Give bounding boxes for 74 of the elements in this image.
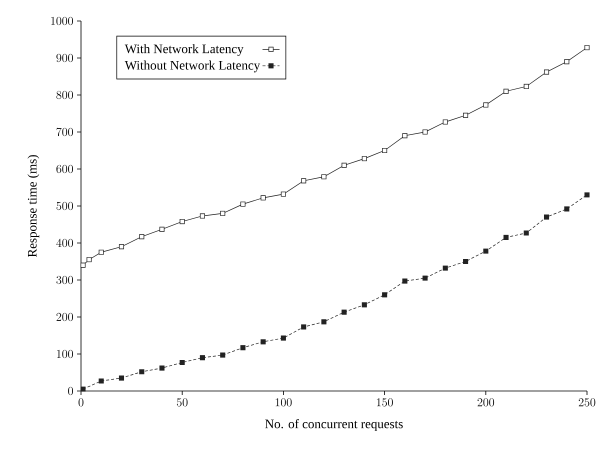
point [139, 369, 144, 374]
x-tick-label: 200 [478, 398, 494, 406]
point [200, 213, 205, 219]
point [483, 102, 488, 108]
y-tick-label: 300 [56, 276, 73, 284]
point [422, 276, 428, 281]
point [463, 112, 468, 118]
point [584, 45, 590, 50]
y-tick-label: 100 [57, 350, 73, 358]
point [382, 148, 388, 154]
point [159, 226, 165, 232]
point [321, 174, 326, 180]
point [504, 234, 509, 240]
y-tick-label: 800 [56, 90, 73, 100]
y-tick-label: 500 [56, 202, 73, 210]
point [139, 234, 144, 240]
point [524, 230, 529, 236]
point [321, 319, 326, 324]
point [220, 352, 226, 358]
point [98, 378, 104, 384]
point [362, 302, 367, 308]
point [240, 202, 246, 207]
point [260, 339, 266, 344]
legend-label: With Network Latency [124, 44, 244, 56]
point [544, 70, 550, 75]
point [584, 192, 590, 198]
point [564, 59, 570, 64]
y-tick-label: 400 [56, 238, 73, 248]
point [159, 366, 165, 371]
point [180, 218, 185, 224]
point [544, 214, 550, 220]
y-tick-label: 0 [68, 386, 73, 396]
point [564, 206, 570, 212]
point [301, 324, 306, 330]
point [524, 84, 529, 90]
point [504, 88, 509, 94]
x-tick-label: 250 [578, 398, 596, 406]
x-tick-label: 0 [78, 398, 84, 406]
point [483, 248, 488, 254]
point [301, 178, 306, 184]
point [200, 355, 205, 360]
legend-label: Without Network Latency [124, 60, 260, 72]
point [402, 278, 408, 284]
point [86, 257, 92, 262]
point [402, 133, 408, 138]
point [180, 360, 185, 366]
point [98, 250, 104, 255]
y-axis-title: Response time (ms) [27, 155, 40, 258]
point [118, 244, 124, 250]
x-axis-title: No. of concurrent requests [265, 419, 403, 431]
y-tick-label: 200 [56, 312, 73, 322]
point [220, 210, 226, 216]
point [442, 266, 448, 271]
point [422, 129, 428, 135]
point [260, 195, 266, 200]
y-tick-label: 900 [56, 54, 73, 62]
point [342, 162, 347, 168]
y-tick-label: 600 [56, 164, 73, 174]
y-tick-label: 700 [56, 128, 73, 136]
point [280, 336, 286, 341]
point [463, 258, 468, 264]
point [442, 119, 448, 125]
point [280, 192, 286, 197]
point [362, 156, 367, 162]
point [342, 310, 347, 315]
point [382, 292, 388, 298]
point [80, 262, 86, 268]
point [118, 375, 124, 381]
x-tick-label: 150 [376, 398, 393, 406]
point [80, 386, 86, 392]
point [240, 345, 246, 350]
x-tick-label: 50 [176, 398, 188, 406]
y-tick-label: 1000 [51, 16, 73, 26]
x-tick-label: 100 [276, 398, 292, 406]
